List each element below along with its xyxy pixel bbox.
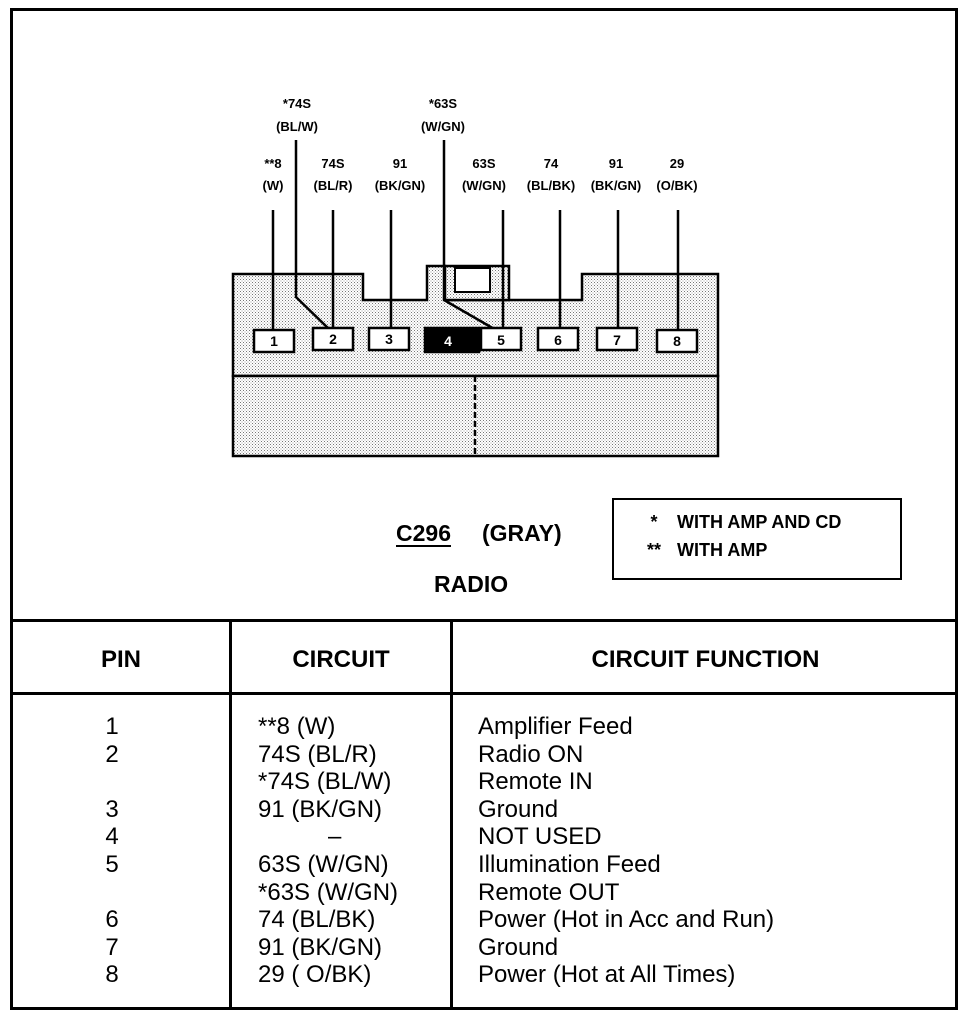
wire-pin5-alt bbox=[442, 140, 497, 332]
table-cell-circuit: 63S (W/GN) bbox=[258, 850, 389, 878]
svg-text:63S: 63S bbox=[472, 156, 495, 171]
pin-6: 6 bbox=[536, 326, 580, 352]
wires bbox=[271, 140, 680, 332]
svg-text:4: 4 bbox=[444, 333, 452, 349]
svg-text:91: 91 bbox=[609, 156, 623, 171]
svg-text:*74S: *74S bbox=[283, 96, 312, 111]
svg-text:(BK/GN): (BK/GN) bbox=[591, 178, 642, 193]
svg-text:(BL/W): (BL/W) bbox=[276, 119, 318, 134]
table-cell-function: Radio ON bbox=[478, 740, 584, 768]
wire-label-pin5: 63S (W/GN) bbox=[462, 156, 506, 193]
wire-label-pin8: 29 (O/BK) bbox=[656, 156, 697, 193]
svg-text:2: 2 bbox=[329, 331, 337, 347]
pin-3: 3 bbox=[367, 326, 411, 352]
table-header-divider bbox=[10, 692, 958, 695]
svg-text:(BL/R): (BL/R) bbox=[314, 178, 353, 193]
legend-box: * WITH AMP AND CD ** WITH AMP bbox=[612, 498, 902, 580]
header-pin: PIN bbox=[100, 646, 141, 673]
table-cell-circuit: *63S (W/GN) bbox=[258, 878, 399, 906]
table-cell-pin: 7 bbox=[105, 933, 119, 961]
table-cell-function: NOT USED bbox=[478, 823, 602, 851]
table-cell-function: Illumination Feed bbox=[478, 850, 661, 878]
connector-name: RADIO bbox=[434, 571, 509, 597]
table-cell-function: Ground bbox=[478, 795, 559, 823]
svg-text:(BK/GN): (BK/GN) bbox=[375, 178, 426, 193]
legend-row-amp: ** WITH AMP bbox=[636, 540, 767, 561]
connector-diagram: 1 2 3 4 5 6 7 8 **8 (W) 74S (BL/R) 91 (B… bbox=[231, 96, 720, 458]
table-cell-circuit: – bbox=[328, 823, 342, 851]
wire-label-pin2-alt: *74S (BL/W) bbox=[276, 96, 318, 134]
pin-4-unused: 4 bbox=[423, 326, 481, 354]
table-cell-function: Remote IN bbox=[478, 768, 593, 796]
wire-label-pin5-alt: *63S (W/GN) bbox=[421, 96, 465, 134]
table-cell-pin: 6 bbox=[105, 906, 119, 934]
connector-color: (GRAY) bbox=[482, 520, 562, 546]
svg-text:(W): (W) bbox=[263, 178, 284, 193]
table-cell-circuit: 74S (BL/R) bbox=[258, 740, 377, 768]
pin-8: 8 bbox=[655, 328, 699, 354]
wire-label-pin2: 74S (BL/R) bbox=[314, 156, 353, 193]
svg-text:7: 7 bbox=[613, 332, 621, 348]
table-cell-circuit: **8 (W) bbox=[258, 713, 336, 740]
pin-2: 2 bbox=[311, 326, 355, 352]
table-col-divider-1 bbox=[229, 620, 232, 1010]
circuit-column: **8 (W) 74S (BL/R) *74S (BL/W) 91 (BK/GN… bbox=[258, 713, 448, 989]
pin-1: 1 bbox=[252, 328, 296, 354]
table-cell-pin: 4 bbox=[105, 823, 119, 851]
table-cell-function: Amplifier Feed bbox=[478, 713, 633, 740]
table-cell-pin bbox=[12, 879, 212, 907]
table-cell-circuit: *74S (BL/W) bbox=[258, 768, 392, 796]
table-cell-function: Remote OUT bbox=[478, 878, 620, 906]
function-column: Amplifier Feed Radio ON Remote IN Ground… bbox=[478, 713, 948, 989]
table-cell-pin bbox=[12, 768, 212, 796]
table-cell-pin: 3 bbox=[105, 795, 119, 823]
connector-latch-window bbox=[454, 267, 491, 293]
header-circuit-function: CIRCUIT FUNCTION bbox=[591, 646, 820, 673]
legend-symbol: * bbox=[650, 512, 658, 532]
legend-row-amp-cd: * WITH AMP AND CD bbox=[636, 512, 841, 533]
header-circuit: CIRCUIT bbox=[292, 646, 390, 673]
table-cell-circuit: 29 ( O/BK) bbox=[258, 961, 372, 989]
svg-text:1: 1 bbox=[270, 333, 278, 349]
svg-text:5: 5 bbox=[497, 332, 505, 348]
svg-text:(O/BK): (O/BK) bbox=[656, 178, 697, 193]
table-cell-pin: 1 bbox=[105, 713, 119, 740]
svg-text:(W/GN): (W/GN) bbox=[462, 178, 506, 193]
svg-text:74S: 74S bbox=[321, 156, 344, 171]
svg-text:8: 8 bbox=[673, 333, 681, 349]
table-cell-circuit: 91 (BK/GN) bbox=[258, 933, 383, 961]
svg-text:*63S: *63S bbox=[429, 96, 458, 111]
table-cell-pin: 5 bbox=[105, 850, 119, 878]
svg-text:29: 29 bbox=[670, 156, 684, 171]
legend-text: WITH AMP AND CD bbox=[677, 512, 842, 532]
wire-label-pin3: 91 (BK/GN) bbox=[375, 156, 426, 193]
table-cell-function: Power (Hot at All Times) bbox=[478, 961, 736, 989]
table-cell-function: Power (Hot in Acc and Run) bbox=[478, 906, 775, 934]
table-cell-pin: 8 bbox=[105, 961, 119, 989]
wire-label-pin6: 74 (BL/BK) bbox=[527, 156, 575, 193]
wire-label-pin7: 91 (BK/GN) bbox=[591, 156, 642, 193]
table-cell-circuit: 91 (BK/GN) bbox=[258, 795, 383, 823]
svg-text:6: 6 bbox=[554, 332, 562, 348]
legend-text: WITH AMP bbox=[677, 540, 768, 560]
table-cell-function: Ground bbox=[478, 933, 559, 961]
svg-text:**8: **8 bbox=[264, 156, 281, 171]
table-cell-pin: 2 bbox=[105, 740, 119, 768]
connector-id: C296 bbox=[396, 520, 451, 546]
diagram-frame bbox=[10, 8, 958, 1010]
table-top-border bbox=[10, 619, 958, 622]
pin-7: 7 bbox=[595, 326, 639, 352]
wire-label-pin1: **8 (W) bbox=[263, 156, 284, 193]
legend-symbol: ** bbox=[646, 540, 661, 560]
pin-5: 5 bbox=[479, 326, 523, 352]
table-cell-circuit: 74 (BL/BK) bbox=[258, 906, 376, 934]
svg-text:(BL/BK): (BL/BK) bbox=[527, 178, 575, 193]
table-col-divider-2 bbox=[450, 620, 453, 1010]
wire-pin2-alt bbox=[294, 140, 331, 331]
svg-text:3: 3 bbox=[385, 331, 393, 347]
svg-text:(W/GN): (W/GN) bbox=[421, 119, 465, 134]
pin-column: 1 2 3 4 5 6 7 8 bbox=[12, 713, 212, 989]
svg-text:74: 74 bbox=[544, 156, 559, 171]
svg-text:91: 91 bbox=[393, 156, 407, 171]
